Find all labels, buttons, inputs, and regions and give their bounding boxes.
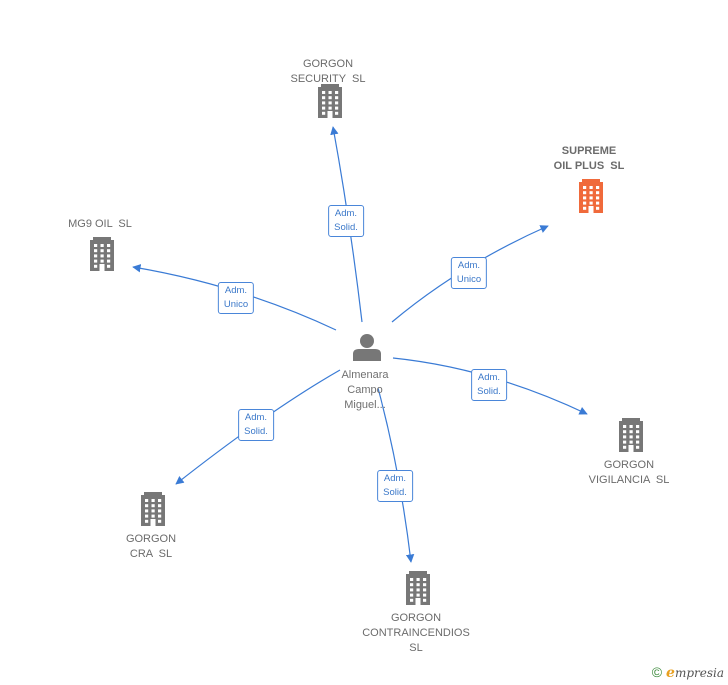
company-name-supreme-oil-plus[interactable]: SUPREME OIL PLUS SL <box>553 145 625 172</box>
company-name-gorgon-vigilancia[interactable]: GORGON VIGILANCIA SL <box>588 459 670 486</box>
building-icon[interactable] <box>406 571 430 605</box>
edge-label-mg9-oil[interactable]: Adm. Unico <box>217 282 255 314</box>
edge-label-supreme-oil-plus[interactable]: Adm. Unico <box>450 257 488 289</box>
edge-label-gorgon-vigilancia[interactable]: Adm. Solid. <box>471 369 507 401</box>
person-icon[interactable] <box>353 334 381 361</box>
company-name-gorgon-security[interactable]: GORGON SECURITY SL <box>290 58 366 85</box>
building-icon[interactable] <box>619 418 643 452</box>
center-person-name[interactable]: Almenara Campo Miguel... <box>341 369 389 411</box>
brand-logo: empresia <box>666 665 724 681</box>
company-name-gorgon-contraincendios[interactable]: GORGON CONTRAINCENDIOS SL <box>362 612 470 654</box>
edge-label-gorgon-security[interactable]: Adm. Solid. <box>328 205 364 237</box>
building-icon[interactable] <box>90 237 114 271</box>
edge-label-gorgon-cra[interactable]: Adm. Solid. <box>238 409 274 441</box>
company-name-mg9-oil[interactable]: MG9 OIL SL <box>68 218 132 230</box>
edge-label-gorgon-contraincendios[interactable]: Adm. Solid. <box>377 470 413 502</box>
building-icon[interactable] <box>318 84 342 118</box>
copyright-icon: © <box>651 664 663 680</box>
building-icon[interactable] <box>579 179 603 213</box>
company-name-gorgon-cra[interactable]: GORGON CRA SL <box>125 533 177 560</box>
building-icon[interactable] <box>141 492 165 526</box>
footer-brand[interactable]: ©empresia <box>652 664 724 681</box>
